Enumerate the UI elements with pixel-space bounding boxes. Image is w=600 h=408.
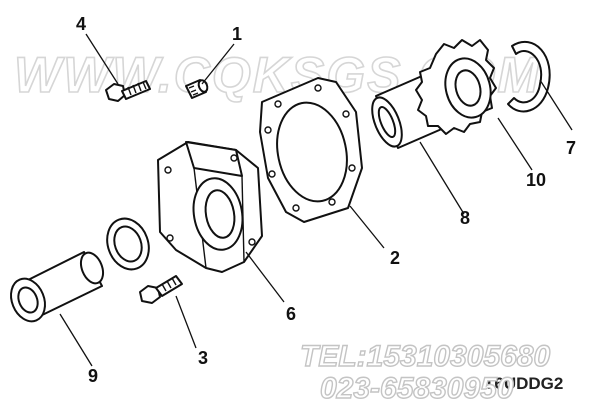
callout-2: 2: [390, 248, 400, 268]
part-2-gasket: [259, 77, 363, 223]
callout-1: 1: [232, 24, 242, 44]
figure-code: T6UDDG2: [484, 374, 563, 393]
part-o-ring: [106, 217, 150, 271]
watermark-phone-2: 023-65830950: [320, 372, 514, 405]
watermark-phone: TEL:15310305680: [300, 340, 550, 373]
part-3-bolt: [139, 275, 183, 304]
part-4-hex-bolt: [105, 80, 151, 102]
leader-lines: [59, 33, 573, 367]
callout-9: 9: [88, 366, 98, 386]
part-6-housing: [157, 141, 263, 273]
part-9-bushing: [10, 251, 105, 323]
part-10-gear: [415, 39, 497, 135]
callout-7: 7: [566, 138, 576, 158]
callout-4: 4: [76, 14, 86, 34]
callout-8: 8: [460, 208, 470, 228]
callout-10: 10: [526, 170, 546, 190]
part-7-snap-ring: [507, 40, 551, 113]
part-1-plug: [185, 79, 209, 99]
callout-6: 6: [286, 304, 296, 324]
callout-3: 3: [198, 348, 208, 368]
